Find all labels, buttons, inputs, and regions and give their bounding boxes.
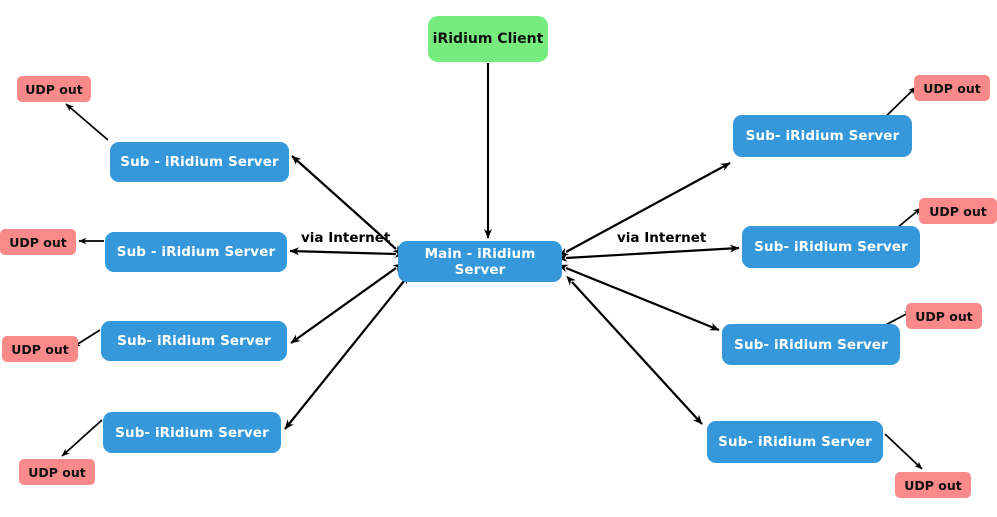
node-label: UDP out bbox=[11, 341, 69, 357]
node-udp-out-left-2[interactable]: UDP out bbox=[0, 229, 76, 255]
node-label: Sub - iRidium Server bbox=[120, 154, 279, 170]
node-sub-server-left-4[interactable]: Sub- iRidium Server bbox=[103, 412, 281, 453]
node-udp-out-right-2[interactable]: UDP out bbox=[919, 198, 997, 224]
node-label: UDP out bbox=[923, 80, 981, 96]
node-label: Sub- iRidium Server bbox=[745, 128, 900, 144]
node-label: Main - iRidium Server bbox=[424, 245, 536, 278]
node-sub-server-right-3[interactable]: Sub- iRidium Server bbox=[722, 324, 900, 365]
edge-main-right-2 bbox=[557, 244, 740, 262]
edge-left-1-udp bbox=[65, 103, 109, 141]
node-label: Sub- iRidium Server bbox=[117, 333, 271, 349]
node-main-iridium-server[interactable]: Main - iRidium Server bbox=[398, 241, 562, 282]
node-sub-server-left-1[interactable]: Sub - iRidium Server bbox=[110, 142, 289, 182]
edge-main-right-4 bbox=[566, 275, 703, 425]
node-sub-server-left-2[interactable]: Sub - iRidium Server bbox=[105, 232, 287, 272]
node-udp-out-right-1[interactable]: UDP out bbox=[914, 75, 990, 101]
node-label: UDP out bbox=[28, 464, 86, 480]
node-label: Sub - iRidium Server bbox=[116, 244, 276, 260]
node-label: Sub- iRidium Server bbox=[754, 239, 908, 255]
edge-right-2-udp bbox=[896, 207, 922, 229]
node-udp-out-left-4[interactable]: UDP out bbox=[19, 459, 95, 485]
node-label: UDP out bbox=[904, 477, 962, 493]
node-sub-server-right-1[interactable]: Sub- iRidium Server bbox=[733, 115, 912, 157]
node-udp-out-left-1[interactable]: UDP out bbox=[17, 76, 91, 102]
node-label: Sub- iRidium Server bbox=[718, 434, 872, 450]
edge-main-right-1 bbox=[558, 162, 731, 257]
node-sub-server-right-4[interactable]: Sub- iRidium Server bbox=[707, 421, 883, 463]
node-label: UDP out bbox=[25, 81, 83, 97]
edge-label-via-internet-left: via Internet bbox=[301, 230, 391, 246]
edge-main-left-3 bbox=[290, 263, 403, 344]
node-iridium-client[interactable]: iRidium Client bbox=[428, 16, 548, 62]
edge-main-left-2 bbox=[289, 247, 405, 258]
node-sub-server-right-2[interactable]: Sub- iRidium Server bbox=[742, 226, 920, 268]
node-label: UDP out bbox=[915, 308, 973, 324]
node-label: Sub- iRidium Server bbox=[734, 336, 888, 353]
node-label: iRidium Client bbox=[432, 31, 544, 47]
node-label: UDP out bbox=[929, 203, 987, 219]
edge-right-4-udp bbox=[884, 433, 923, 470]
edge-label-via-internet-right: via Internet bbox=[617, 230, 707, 246]
edge-left-4-udp bbox=[61, 419, 103, 457]
edge-main-left-1 bbox=[291, 155, 403, 255]
edge-main-left-4 bbox=[284, 274, 410, 430]
node-label: UDP out bbox=[9, 234, 67, 250]
node-udp-out-right-3[interactable]: UDP out bbox=[906, 303, 982, 329]
node-label: Sub- iRidium Server bbox=[115, 424, 269, 441]
node-udp-out-right-4[interactable]: UDP out bbox=[895, 472, 971, 498]
node-sub-server-left-3[interactable]: Sub- iRidium Server bbox=[101, 321, 287, 361]
node-udp-out-left-3[interactable]: UDP out bbox=[2, 336, 78, 362]
